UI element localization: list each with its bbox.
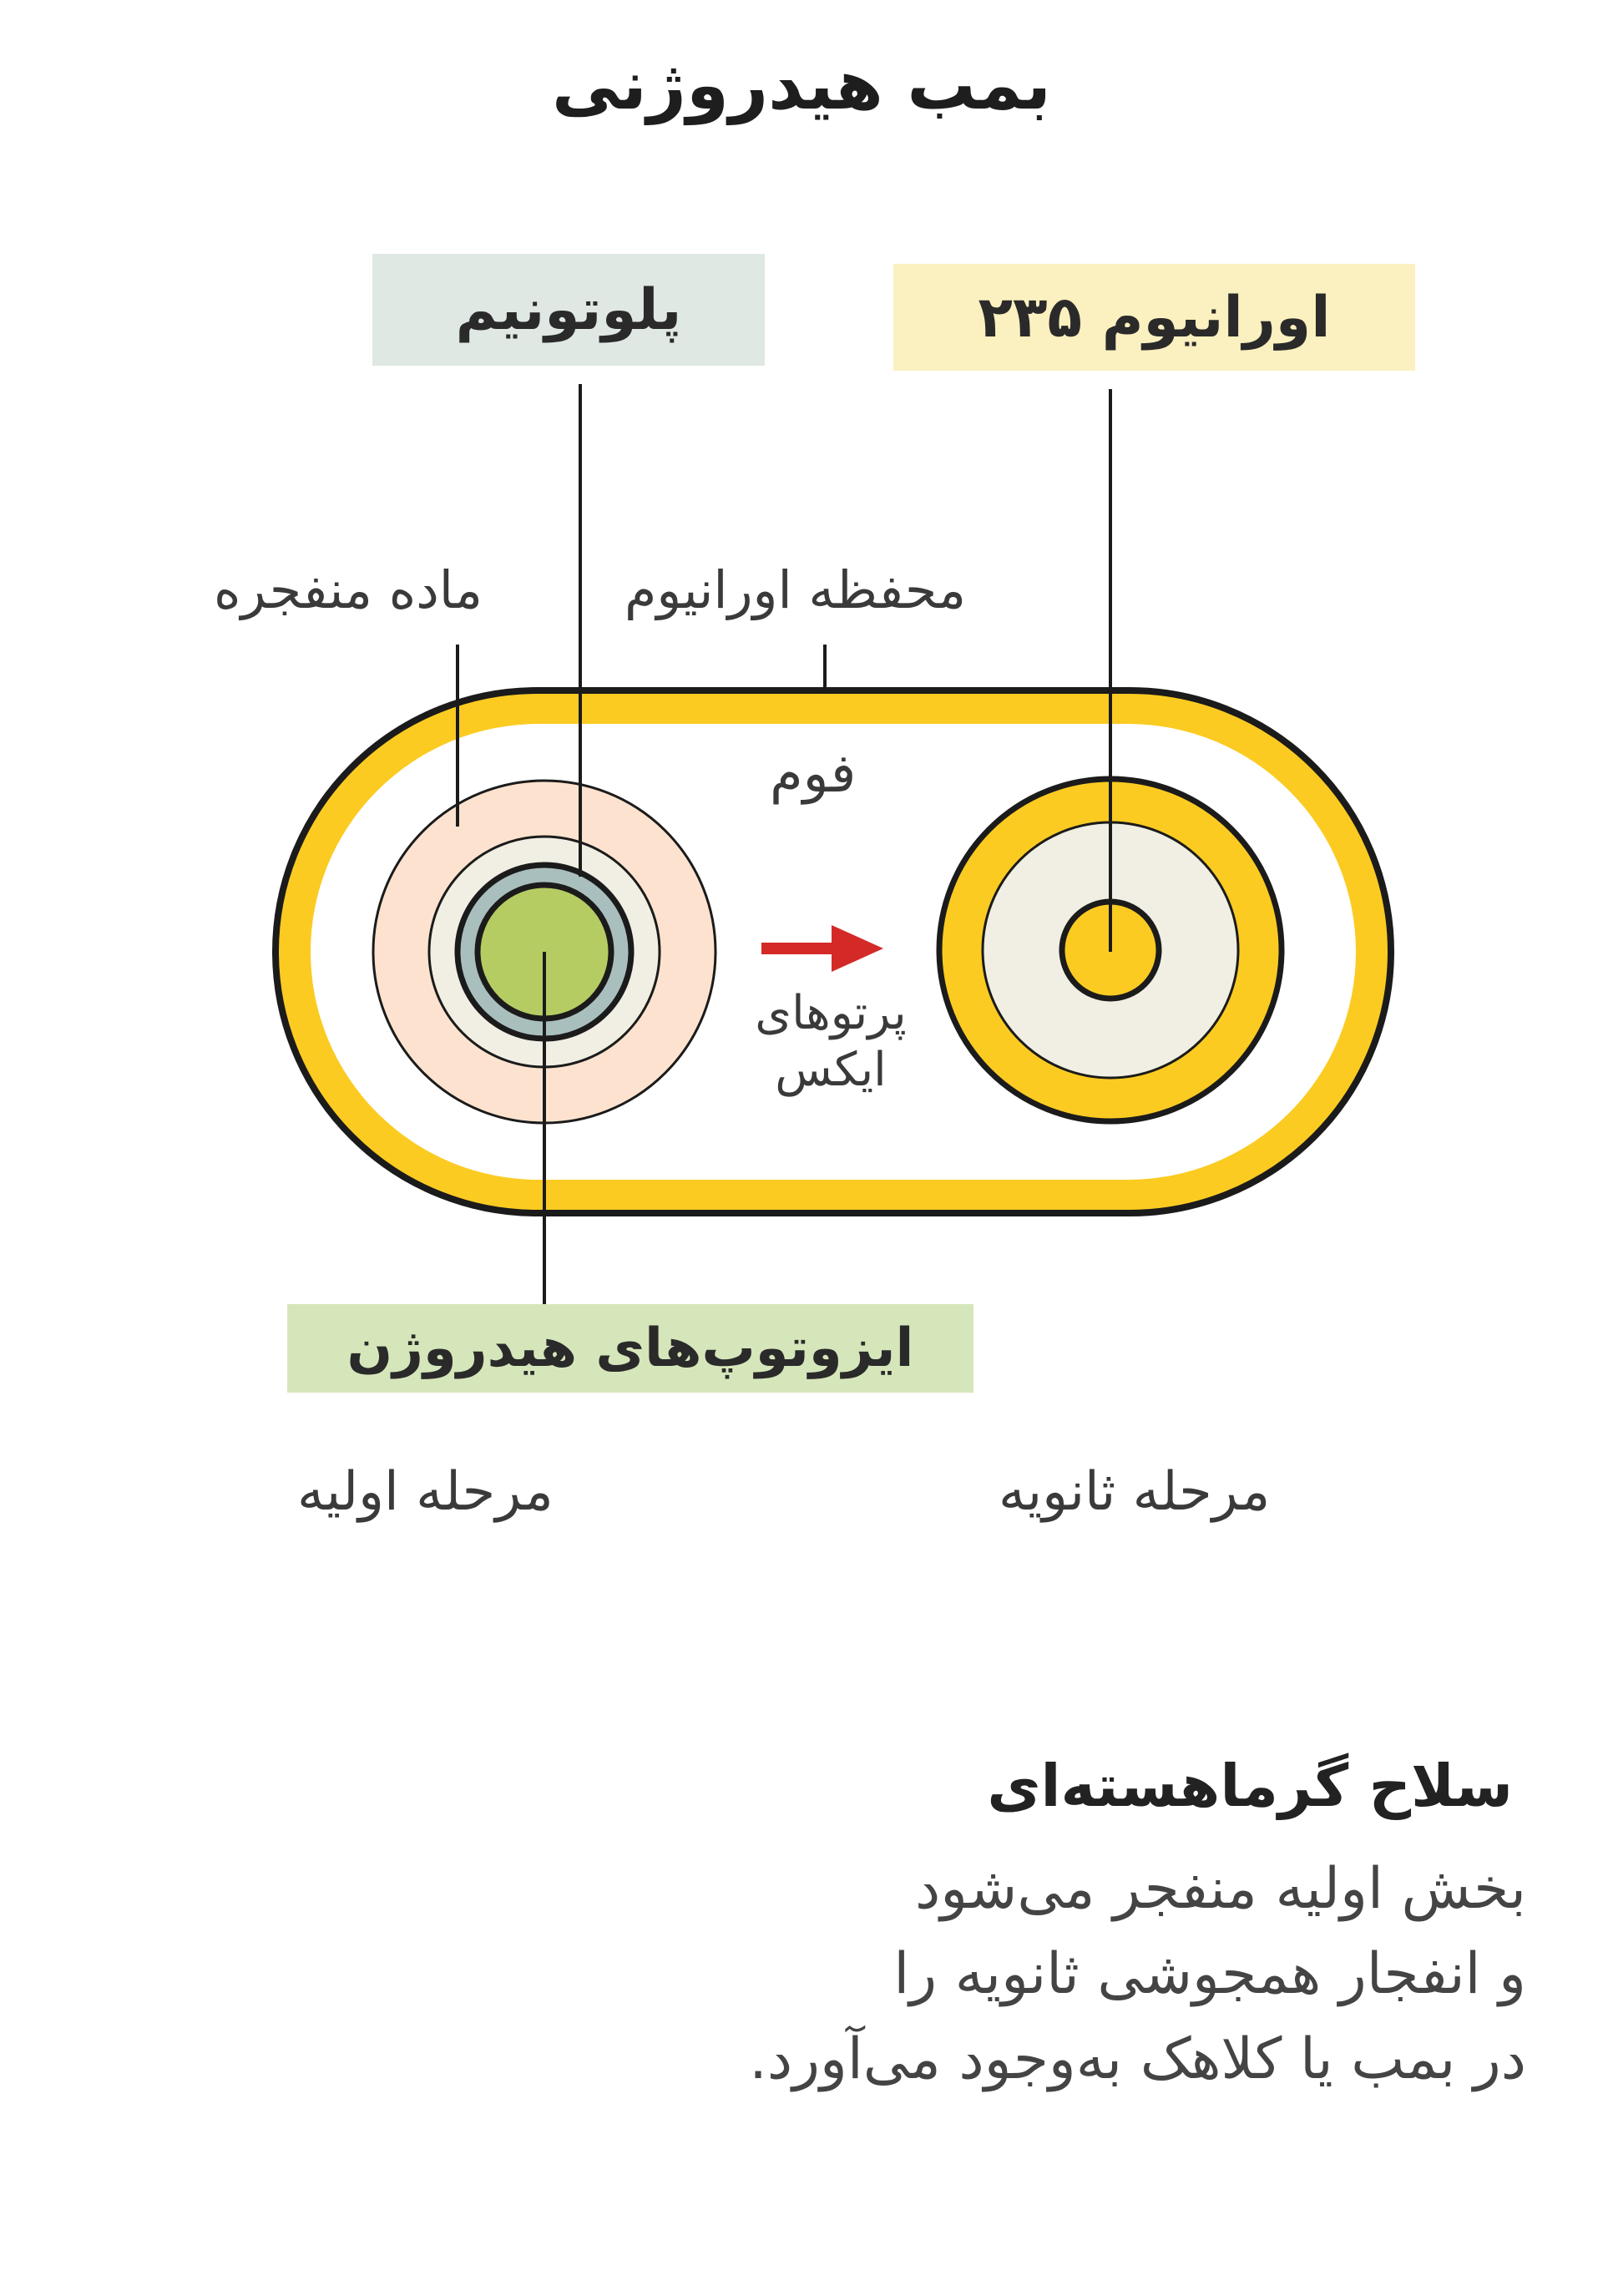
page-title: بمب هیدروژنی [552, 46, 1051, 125]
description-text: بخش اولیه منفجر می‌شود و انفجار همجوشی ث… [749, 1847, 1526, 2102]
uranium-235-label: اورانیوم ۲۳۵ [893, 264, 1415, 371]
uranium-casing-label: محفظه اورانیوم [625, 559, 967, 620]
description-line: در بمب یا کلاهک به‌وجود می‌آورد. [749, 2026, 1526, 2092]
description-line: و انفجار همجوشی ثانویه را [893, 1941, 1526, 2007]
foam-label: فوم [770, 743, 857, 805]
description-line: بخش اولیه منفجر می‌شود [914, 1856, 1526, 1922]
xray-label: پرتوهای ایکس [726, 985, 935, 1099]
description-heading: سلاح گرماهسته‌ای [987, 1752, 1513, 1820]
hydrogen-isotopes-label: ایزوتوپ‌های هیدروژن [287, 1304, 973, 1393]
xray-label-line1: پرتوهای [755, 986, 907, 1040]
plutonium-label: پلوتونیم [372, 254, 765, 366]
secondary-stage-label: مرحله ثانویه [999, 1461, 1271, 1523]
xray-arrow [761, 925, 883, 972]
primary-stage-label: مرحله اولیه [297, 1461, 554, 1523]
explosive-label: ماده منفجره [214, 559, 483, 620]
xray-label-line2: ایکس [775, 1043, 887, 1097]
